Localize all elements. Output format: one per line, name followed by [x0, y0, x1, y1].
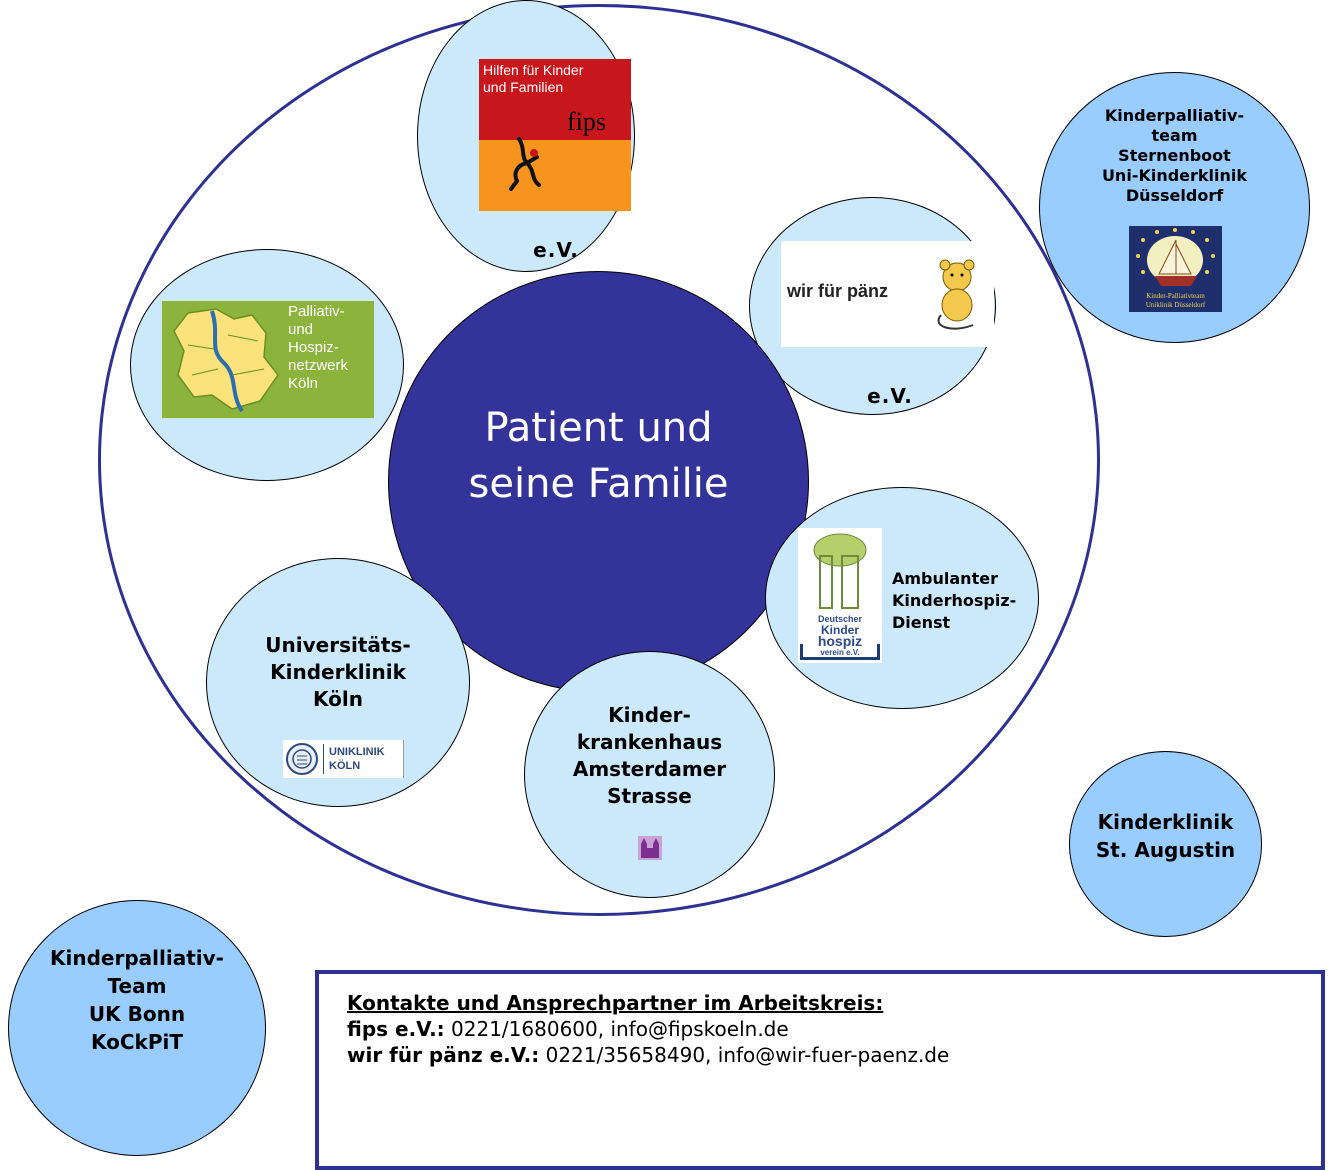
- kinderhospiz-logo-base: [800, 644, 880, 660]
- ambulanter-label: Ambulanter Kinderhospiz- Dienst: [892, 568, 1016, 634]
- amsterdamer-line: Strasse: [607, 784, 692, 808]
- fips-logo: Hilfen für Kinder und Familien fips: [479, 59, 631, 211]
- panz-logo-text: wir für pänz: [787, 281, 889, 301]
- fips-logo-word: fips: [567, 107, 606, 136]
- contact-detail: 0221/1680600, info@fipskoeln.de: [444, 1017, 789, 1041]
- sternenboot-line: team: [1151, 126, 1198, 145]
- palliativ-logo-line: Köln: [288, 375, 319, 392]
- kinderhospiz-logo-text: Deutscher Kinder hospiz verein e.V.: [802, 614, 878, 658]
- star-boat-icon: [1136, 228, 1215, 286]
- palliativ-logo-line: netzwerk: [288, 357, 349, 374]
- fips-suffix: e.V.: [533, 238, 579, 262]
- koeln-map-icon: [173, 308, 279, 413]
- augustin-circle: [1069, 751, 1262, 937]
- bonn-line: Kinderpalliativ-: [50, 946, 224, 970]
- bonn-line: KoCkPiT: [90, 1030, 184, 1054]
- palliativ-logo-text: Palliativ- und Hospiz- netzwerk Köln: [288, 303, 348, 393]
- center-line1: Patient und: [484, 405, 713, 451]
- sternenboot-line: Düsseldorf: [1125, 186, 1224, 205]
- bonn-label: Kinderpalliativ- Team UK Bonn KoCkPiT: [8, 944, 266, 1056]
- kinderhospiz-logo-line: Deutscher: [817, 614, 862, 624]
- panz-logo: wir für pänz: [781, 241, 994, 347]
- palliativ-logo-line: Palliativ-: [288, 303, 345, 320]
- patient-center-circle: [388, 271, 809, 692]
- contact-name: wir für pänz e.V.:: [347, 1043, 540, 1067]
- panz-suffix: e.V.: [867, 384, 913, 408]
- uniklinik-line: Köln: [313, 687, 363, 711]
- amsterdamer-line: Kinder-: [608, 703, 691, 727]
- bonn-circle: [8, 900, 266, 1156]
- contact-box: Kontakte und Ansprechpartner im Arbeitsk…: [315, 970, 1325, 1170]
- amsterdamer-line: krankenhaus: [576, 730, 723, 754]
- contact-row: wir für pänz e.V.: 0221/35658490, info@w…: [347, 1042, 1321, 1068]
- tree-door-icon: [813, 533, 867, 609]
- cathedral-icon: [638, 836, 662, 860]
- center-line2: seine Familie: [468, 461, 729, 507]
- augustin-line: St. Augustin: [1095, 838, 1236, 862]
- center-text: Patient und seine Familie: [388, 400, 809, 512]
- sternenboot-line: Sternenboot: [1118, 146, 1231, 165]
- contact-name: fips e.V.:: [347, 1017, 445, 1041]
- kinderhospiz-logo-line: Kinder: [820, 623, 859, 637]
- kinderhospiz-logo-line: verein e.V.: [820, 648, 860, 657]
- sternenboot-logo: Kinder-Palliativteam Uniklinik Düsseldor…: [1129, 226, 1222, 312]
- ambulanter-line: Kinderhospiz-: [892, 591, 1017, 610]
- sternenboot-line: Uni-Kinderklinik: [1101, 166, 1248, 185]
- contact-heading: Kontakte und Ansprechpartner im Arbeitsk…: [347, 991, 884, 1015]
- uniklinik-line: Universitäts-: [265, 633, 411, 657]
- university-seal-icon: [286, 743, 318, 775]
- bonn-line: Team: [107, 974, 167, 998]
- amsterdamer-label: Kinder- krankenhaus Amsterdamer Strasse: [524, 702, 775, 810]
- augustin-line: Kinderklinik: [1097, 810, 1234, 834]
- sternenboot-line: Kinderpalliativ-: [1104, 106, 1245, 125]
- contact-detail: 0221/35658490, info@wir-fuer-paenz.de: [539, 1043, 950, 1067]
- uniklinik-logo: UNIKLINIK KÖLN: [283, 740, 404, 778]
- fips-logo-line2: und Familien: [483, 79, 564, 95]
- uniklinik-logo-divider: [323, 744, 324, 774]
- uniklinik-line: Kinderklinik: [270, 660, 406, 684]
- kinderhospiz-logo: Deutscher Kinder hospiz verein e.V.: [798, 528, 882, 663]
- teddy-bear-icon: [937, 259, 975, 330]
- contact-row: fips e.V.: 0221/1680600, info@fipskoeln.…: [347, 1016, 1321, 1042]
- sternenboot-label: Kinderpalliativ- team Sternenboot Uni-Ki…: [1039, 106, 1310, 206]
- kinderhospiz-logo-line: hospiz: [817, 633, 863, 649]
- uniklinik-logo-line2: KÖLN: [329, 760, 361, 772]
- sternenboot-logo-line2: Uniklinik Düsseldorf: [1145, 301, 1206, 309]
- uniklinik-logo-line1: UNIKLINIK: [329, 746, 385, 758]
- palliativ-logo: Palliativ- und Hospiz- netzwerk Köln: [162, 301, 374, 418]
- bonn-line: UK Bonn: [88, 1002, 186, 1026]
- ambulanter-line: Dienst: [892, 613, 951, 632]
- fips-logo-line1: Hilfen für Kinder: [483, 62, 584, 78]
- palliativ-logo-line: und: [288, 321, 314, 338]
- augustin-label: Kinderklinik St. Augustin: [1069, 808, 1262, 864]
- monkey-icon: [509, 137, 541, 191]
- uniklinik-label: Universitäts- Kinderklinik Köln: [206, 632, 470, 713]
- amsterdamer-line: Amsterdamer: [572, 757, 727, 781]
- palliativ-logo-line: Hospiz-: [288, 339, 339, 356]
- ambulanter-line: Ambulanter: [892, 569, 998, 588]
- sternenboot-logo-line1: Kinder-Palliativteam: [1146, 292, 1205, 300]
